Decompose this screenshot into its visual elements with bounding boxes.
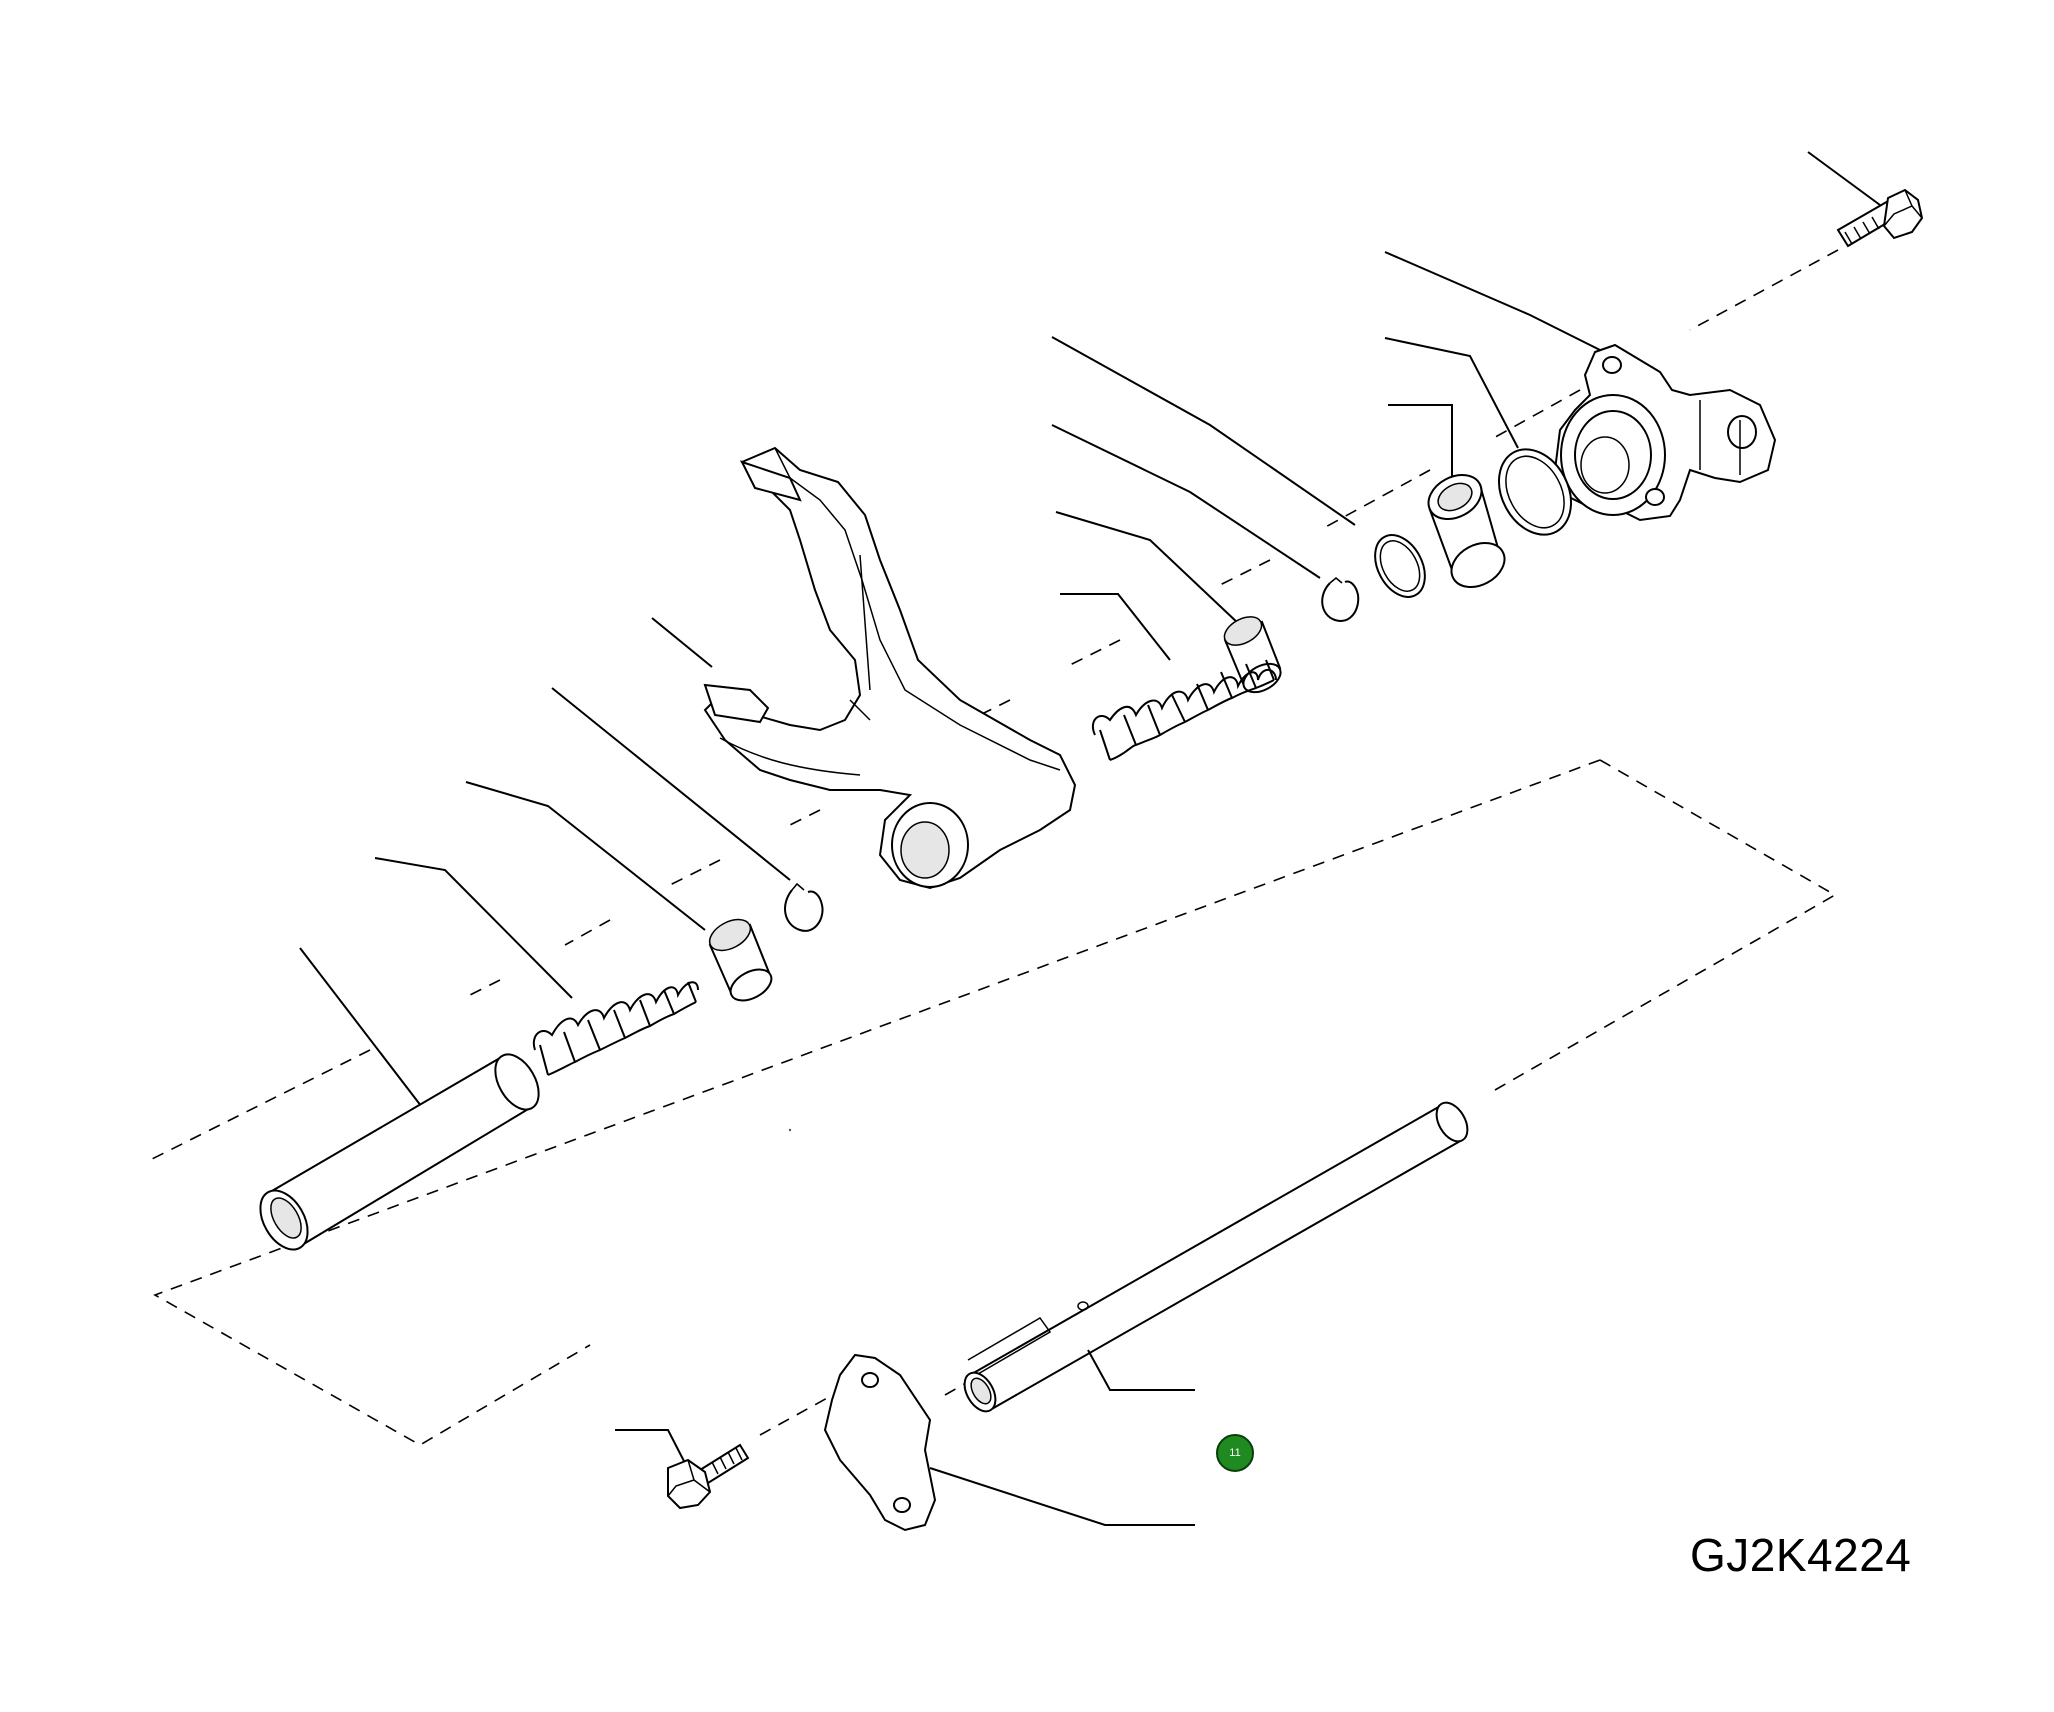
seal-ring[interactable] bbox=[1051, 336, 1435, 605]
bushing[interactable] bbox=[1388, 404, 1512, 596]
detent-cap-lower[interactable] bbox=[465, 781, 777, 1007]
hotspot-badge[interactable]: 11 bbox=[1216, 1434, 1254, 1472]
sleeve-pipe[interactable] bbox=[251, 947, 548, 1258]
housing-flange[interactable] bbox=[1384, 251, 1777, 522]
cover-plate[interactable] bbox=[823, 1353, 1195, 1532]
shift-fork[interactable] bbox=[651, 446, 1077, 890]
shift-rod[interactable] bbox=[958, 1097, 1474, 1416]
detent-cap-upper[interactable] bbox=[1055, 511, 1285, 698]
spring-upper[interactable] bbox=[1060, 593, 1277, 761]
spring-lower[interactable] bbox=[374, 857, 699, 1076]
circlip-lower[interactable] bbox=[551, 687, 824, 932]
circlip-upper[interactable] bbox=[1051, 424, 1360, 622]
upper-assembly-axis bbox=[149, 249, 1839, 1161]
bolt-lower[interactable] bbox=[615, 1429, 750, 1510]
bolt-upper[interactable] bbox=[1807, 151, 1924, 248]
stray-mark bbox=[788, 1128, 792, 1132]
o-ring[interactable] bbox=[1384, 337, 1585, 547]
drawing-code-label: GJ2K4224 bbox=[1690, 1529, 1912, 1581]
